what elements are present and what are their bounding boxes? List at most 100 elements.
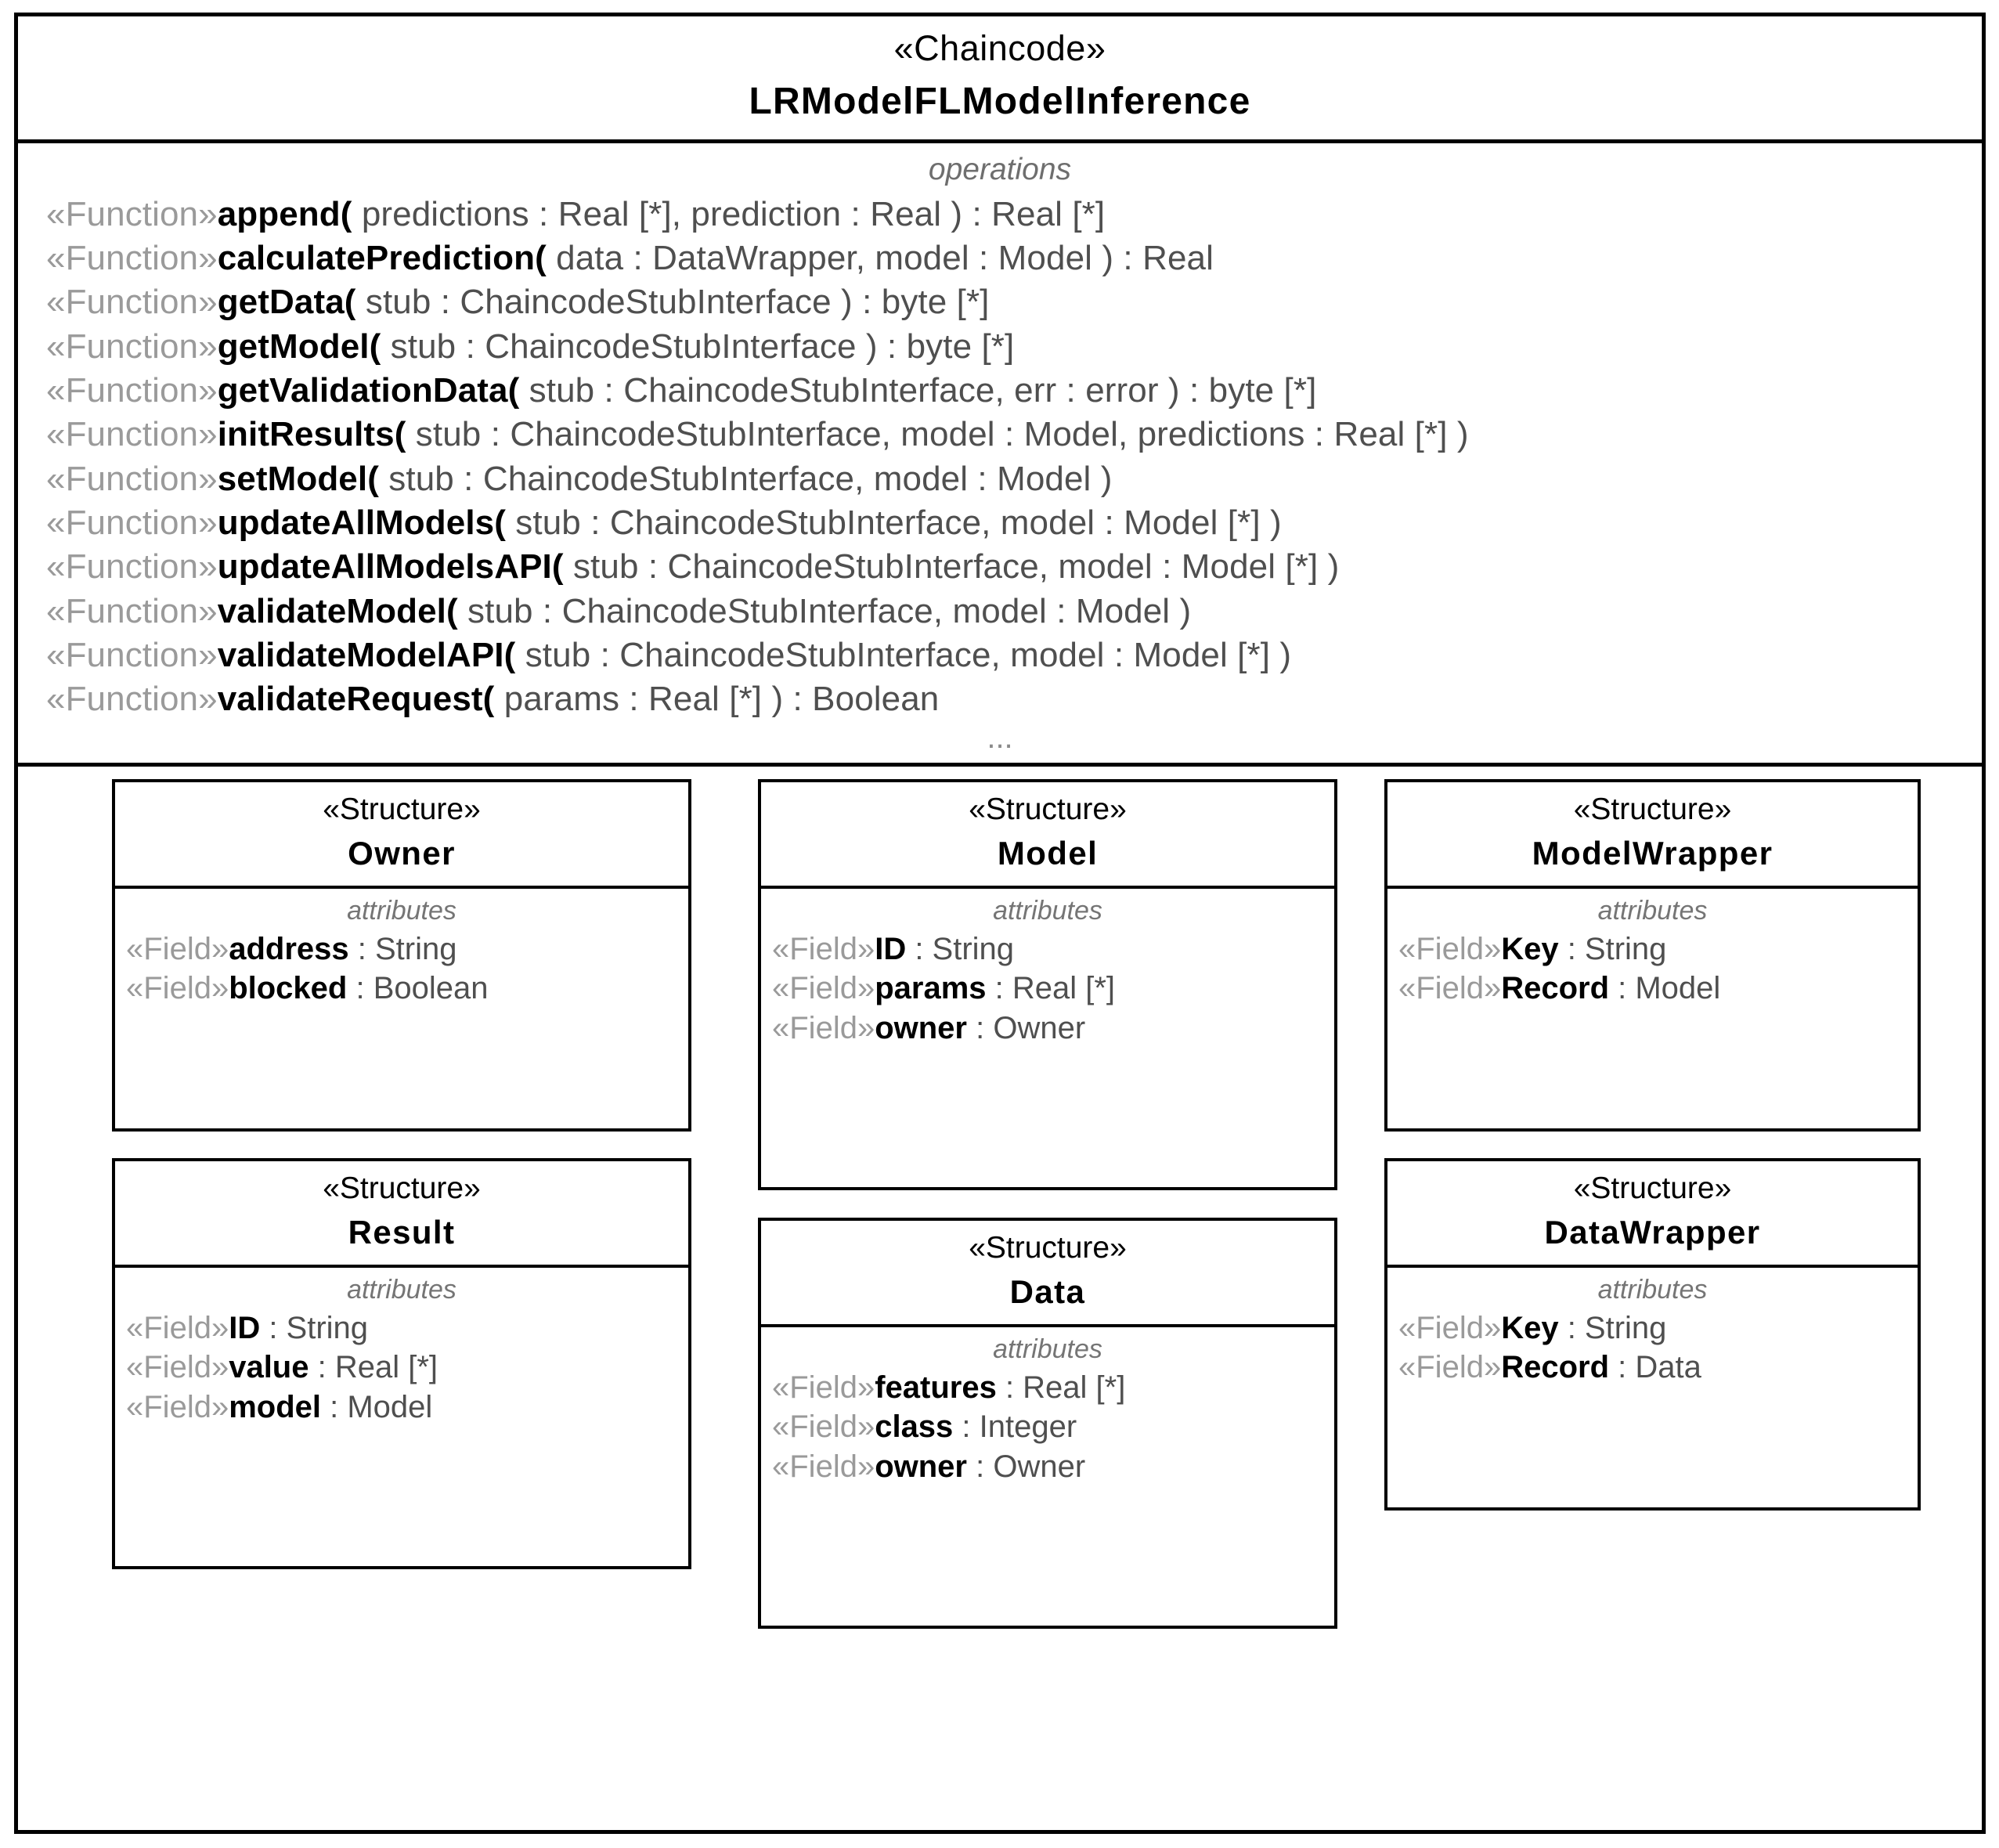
operation-stereotype: «Function» [46, 547, 218, 587]
operation-name: initResults( [217, 415, 406, 454]
operation-name: validateModel( [217, 591, 458, 630]
operation-name: updateAllModels( [217, 503, 506, 542]
operation-row: «Function»updateAllModelsAPI( stub : Cha… [46, 545, 1982, 589]
attribute-stereotype: «Field» [126, 1350, 229, 1385]
attribute-row: «Field»Key : String [1387, 1308, 1918, 1348]
attribute-type: : Model [321, 1389, 433, 1424]
attribute-stereotype: «Field» [1398, 1350, 1502, 1385]
structure-name: DataWrapper [1544, 1213, 1761, 1251]
attribute-type: : Model [1609, 971, 1721, 1006]
attribute-row: «Field»Record : Model [1387, 969, 1918, 1008]
operation-stereotype: «Function» [46, 459, 218, 498]
structure-header: «Structure»Data [761, 1221, 1334, 1327]
attribute-type: : Data [1609, 1350, 1701, 1385]
attribute-row: «Field»blocked : Boolean [115, 969, 688, 1008]
structure-attributes-compartment: attributes«Field»Key : String«Field»Reco… [1387, 1268, 1918, 1397]
operation-signature: predictions : Real [*], prediction : Rea… [352, 194, 1106, 233]
structure-name: Model [997, 834, 1099, 872]
attribute-stereotype: «Field» [126, 931, 229, 966]
attribute-name: address [229, 931, 349, 966]
structure-attributes-compartment: attributes«Field»ID : String«Field»value… [115, 1268, 688, 1436]
operation-stereotype: «Function» [46, 283, 218, 322]
structure-header: «Structure»Owner [115, 782, 688, 889]
structure-stereotype: «Structure» [1573, 792, 1732, 826]
operation-stereotype: «Function» [46, 415, 218, 454]
operation-name: getModel( [217, 327, 381, 366]
attribute-name: model [229, 1389, 321, 1424]
operation-stereotype: «Function» [46, 503, 218, 542]
operation-row: «Function»initResults( stub : ChaincodeS… [46, 413, 1982, 457]
operations-label: operations [928, 153, 1072, 187]
operation-name: calculatePrediction( [217, 239, 547, 278]
attribute-stereotype: «Field» [772, 1010, 875, 1045]
class-header-compartment: «Chaincode» LRModelFLModelInference [18, 16, 1982, 144]
attribute-type: : Boolean [347, 971, 489, 1006]
operation-signature: stub : ChaincodeStubInterface, model : M… [505, 503, 1282, 542]
attribute-row: «Field»value : Real [*] [115, 1348, 688, 1387]
attribute-name: value [229, 1350, 309, 1385]
attribute-type: : Integer [953, 1409, 1077, 1445]
attribute-row: «Field»owner : Owner [761, 1009, 1334, 1048]
structure-attributes-compartment: attributes«Field»Key : String«Field»Reco… [1387, 889, 1918, 1018]
operation-row: «Function»validateModelAPI( stub : Chain… [46, 633, 1982, 677]
attributes-label: attributes [993, 1334, 1102, 1364]
attribute-stereotype: «Field» [1398, 971, 1502, 1006]
attribute-stereotype: «Field» [126, 1310, 229, 1345]
operation-stereotype: «Function» [46, 239, 218, 278]
attribute-row: «Field»params : Real [*] [761, 969, 1334, 1008]
operation-row: «Function»validateModel( stub : Chaincod… [46, 590, 1982, 633]
operation-signature: stub : ChaincodeStubInterface, model : M… [563, 547, 1340, 587]
attribute-name: Key [1501, 1310, 1559, 1345]
attribute-name: ID [875, 931, 907, 966]
operation-name: validateModelAPI( [217, 635, 516, 674]
structure-name: ModelWrapper [1532, 834, 1773, 872]
attribute-stereotype: «Field» [126, 971, 229, 1006]
attribute-stereotype: «Field» [772, 1409, 875, 1445]
attribute-row: «Field»address : String [115, 929, 688, 969]
operation-stereotype: «Function» [46, 635, 218, 674]
attribute-type: : String [1558, 931, 1667, 966]
attribute-row: «Field»model : Model [115, 1388, 688, 1427]
attribute-stereotype: «Field» [772, 971, 875, 1006]
operation-name: append( [217, 194, 352, 233]
operations-list: «Function»append( predictions : Real [*]… [18, 193, 1982, 722]
structure-header: «Structure» DataWrapper [1387, 1161, 1918, 1268]
attribute-stereotype: «Field» [1398, 931, 1502, 966]
attribute-stereotype: «Field» [772, 1370, 875, 1405]
attribute-type: : Owner [967, 1449, 1086, 1484]
operation-signature: params : Real [*] ) : Boolean [494, 680, 940, 719]
attribute-stereotype: «Field» [126, 1389, 229, 1424]
operation-row: «Function»getModel( stub : ChaincodeStub… [46, 325, 1982, 369]
class-stereotype: «Chaincode» [893, 28, 1106, 68]
operation-row: «Function»updateAllModels( stub : Chainc… [46, 501, 1982, 545]
structure-attributes-compartment: attributes«Field»features : Real [*]«Fie… [761, 1327, 1334, 1496]
operations-ellipsis: ... [987, 720, 1013, 755]
structure-box-modelwrapper: «Structure» ModelWrapper attributes «Field»… [1384, 778, 1921, 1132]
page-title: LRModelFLModelInference [749, 80, 1251, 122]
structure-stereotype: «Structure» [969, 792, 1127, 826]
operation-signature: stub : ChaincodeStubInterface ) : byte [… [355, 283, 990, 322]
attribute-type: : String [1558, 1310, 1667, 1345]
operation-name: getValidationData( [217, 371, 520, 410]
attribute-name: blocked [229, 971, 348, 1006]
attribute-type: : Real [*] [309, 1350, 438, 1385]
operation-stereotype: «Function» [46, 591, 218, 630]
operation-signature: stub : ChaincodeStubInterface, model : M… [378, 459, 1113, 498]
structure-stereotype: «Structure» [323, 792, 481, 826]
attribute-row: «Field»class : Integer [761, 1407, 1334, 1446]
attributes-label: attributes [347, 1274, 456, 1305]
attribute-name: ID [229, 1310, 261, 1345]
attributes-label: attributes [1597, 1274, 1708, 1305]
attribute-name: Key [1501, 931, 1559, 966]
operation-stereotype: «Function» [46, 194, 218, 233]
attribute-name: owner [875, 1010, 967, 1045]
operation-name: updateAllModelsAPI( [217, 547, 564, 587]
structure-stereotype: «Structure» [1573, 1171, 1732, 1205]
attribute-type: : Owner [967, 1010, 1086, 1045]
attributes-label: attributes [1597, 895, 1708, 926]
